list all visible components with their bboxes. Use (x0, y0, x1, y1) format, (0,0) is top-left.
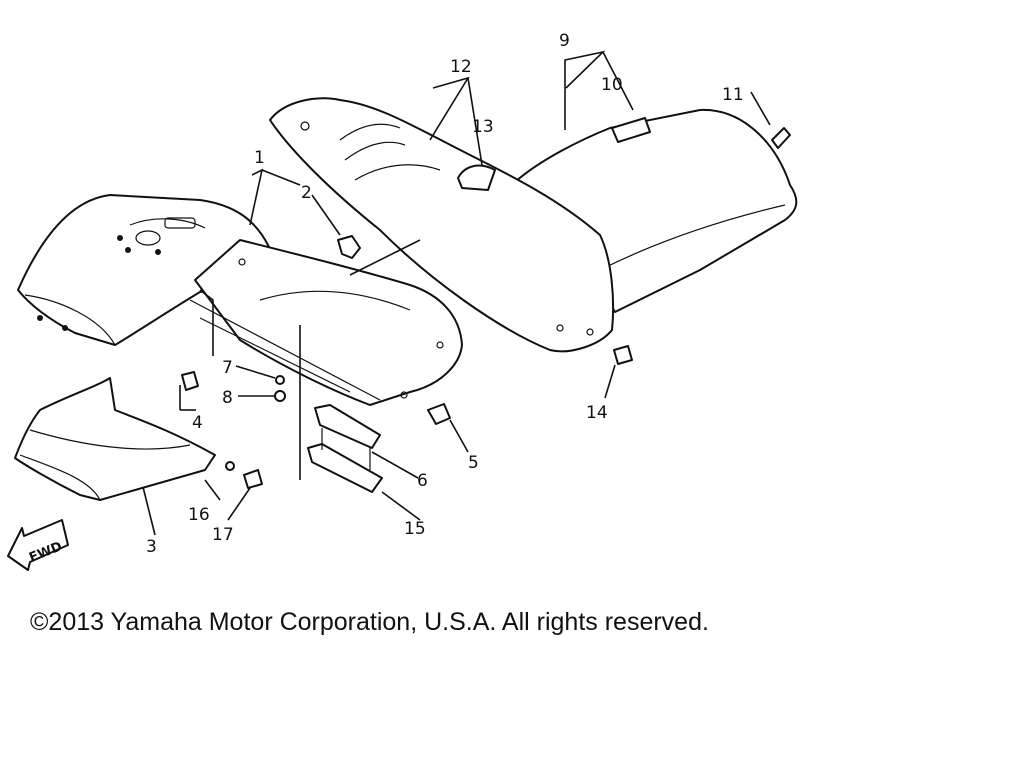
bracket-assembly (307, 404, 383, 493)
bolt-11 (771, 127, 791, 149)
bolt-17 (243, 469, 263, 489)
callout-14: 14 (586, 403, 608, 423)
leader-lines (142, 50, 771, 536)
callout-4: 4 (192, 413, 203, 433)
base-cushion-pad (457, 164, 496, 191)
nut-8 (274, 390, 286, 402)
lower-cowl (14, 377, 216, 501)
callout-8: 8 (222, 388, 233, 408)
callout-17: 17 (212, 525, 234, 545)
callout-10: 10 (601, 75, 623, 95)
copyright-notice: ©2013 Yamaha Motor Corporation, U.S.A. A… (30, 608, 709, 636)
hardware (181, 127, 791, 489)
callout-3: 3 (146, 537, 157, 557)
side-cover (189, 239, 463, 406)
callout-15: 15 (404, 519, 426, 539)
bolt-5 (427, 403, 451, 425)
parts-diagram: 1 2 3 4 5 6 7 8 9 10 11 12 13 14 15 16 1… (7, 31, 798, 571)
callout-7: 7 (222, 358, 233, 378)
callout-6: 6 (417, 471, 428, 491)
grommet-2 (337, 235, 361, 259)
callouts: 1 2 3 4 5 6 7 8 9 10 11 12 13 14 15 16 1… (146, 31, 744, 557)
forward-arrow-icon: FWD (7, 519, 69, 571)
callout-11: 11 (722, 85, 744, 105)
seat-base (269, 97, 615, 353)
callout-2: 2 (301, 183, 312, 203)
washer-16 (225, 461, 235, 471)
front-fender (17, 194, 273, 346)
callout-16: 16 (188, 505, 210, 525)
washer-7 (275, 375, 285, 385)
bolt-4 (181, 371, 199, 391)
bolt-14 (613, 345, 633, 365)
callout-1: 1 (254, 148, 265, 168)
callout-13: 13 (472, 117, 494, 137)
callout-12: 12 (450, 57, 472, 77)
callout-5: 5 (468, 453, 479, 473)
seat-tab (611, 117, 651, 143)
callout-9: 9 (559, 31, 570, 51)
